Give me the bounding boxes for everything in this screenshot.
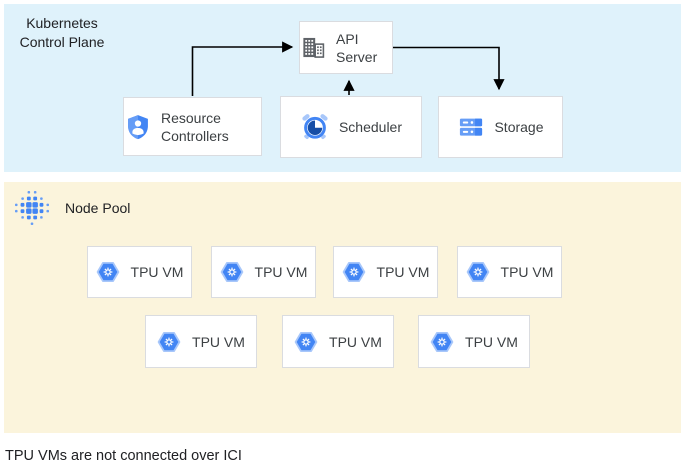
scheduler-node: Scheduler [280,96,422,158]
building-icon [300,34,327,61]
dot-cluster-icon [13,189,51,227]
tpu-vm-label: TPU VM [376,264,430,280]
tpu-vm-node: TPU VM [333,246,438,298]
tpu-hexagon-icon [220,260,244,284]
api-server-node: API Server [299,21,393,74]
storage-label: Storage [494,119,544,135]
tpu-vm-label: TPU VM [254,264,308,280]
tpu-vm-node: TPU VM [87,246,192,298]
tpu-vm-node: TPU VM [457,246,562,298]
tpu-hexagon-icon [294,330,318,354]
alarm-clock-icon [300,112,330,142]
node-pool-label: Node Pool [65,200,131,216]
resource-controllers-node: Resource Controllers [123,97,262,156]
tpu-vm-node: TPU VM [418,315,530,368]
storage-disks-icon [457,113,485,141]
diagram-caption: TPU VMs are not connected over ICI [5,448,242,464]
tpu-vm-label: TPU VM [192,333,245,350]
shield-user-icon [124,113,152,141]
node-pool-header: Node Pool [13,189,130,227]
scheduler-label: Scheduler [338,119,403,135]
tpu-hexagon-icon [157,330,181,354]
tpu-hexagon-icon [430,330,454,354]
node-pool-region [4,182,681,433]
control-plane-label: Kubernetes Control Plane [19,15,105,50]
api-server-label: API Server [336,30,378,65]
tpu-vm-node: TPU VM [145,315,257,368]
tpu-vm-node: TPU VM [282,315,394,368]
tpu-hexagon-icon [342,260,366,284]
tpu-hexagon-icon [96,260,120,284]
tpu-vm-label: TPU VM [500,264,554,280]
tpu-vm-label: TPU VM [465,333,518,350]
tpu-vm-node: TPU VM [211,246,316,298]
tpu-vm-label: TPU VM [329,333,382,350]
tpu-vm-label: TPU VM [130,264,184,280]
resource-controllers-label: Resource Controllers [161,109,229,144]
tpu-hexagon-icon [466,260,490,284]
storage-node: Storage [438,96,563,158]
